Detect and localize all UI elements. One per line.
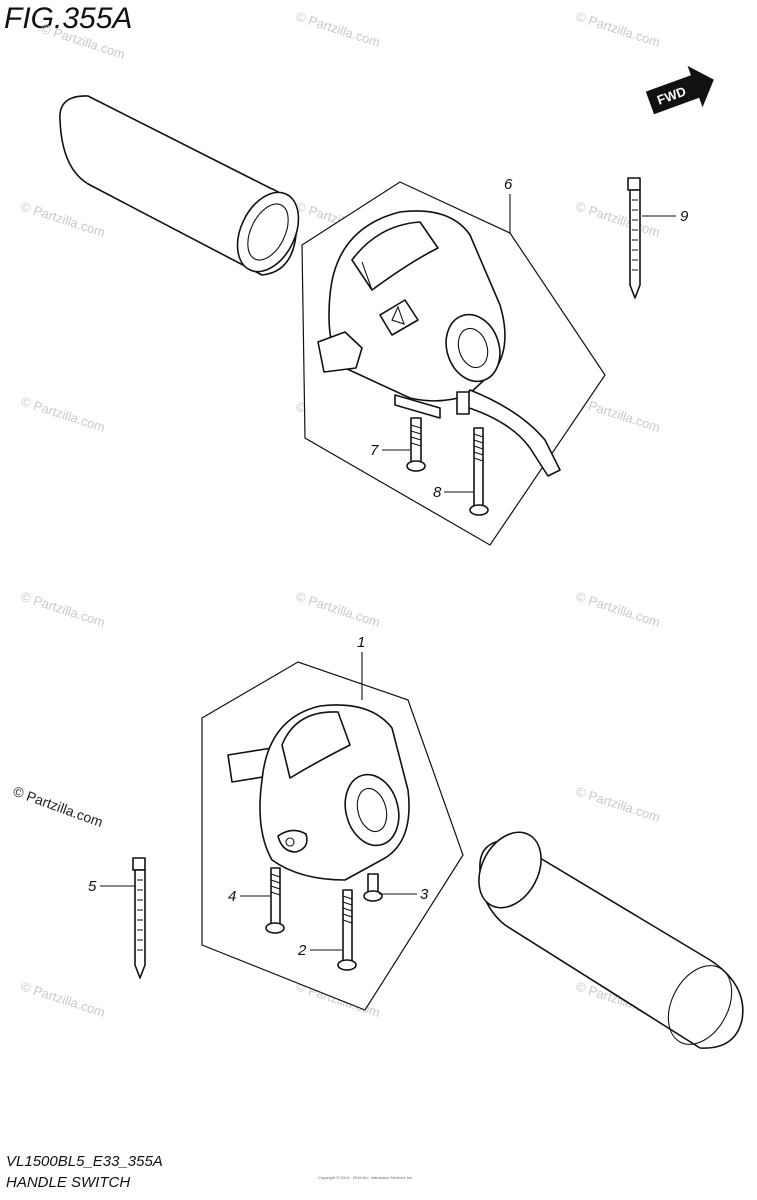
- figure-title: FIG.355A: [4, 2, 133, 35]
- callout-7: 7: [370, 442, 410, 459]
- callout-label: 9: [680, 208, 689, 225]
- watermark: © Partzilla.com: [294, 9, 382, 50]
- callout-label: 4: [228, 888, 236, 905]
- screw-7: [406, 417, 426, 472]
- callout-label: 6: [504, 176, 513, 193]
- right-grip: [478, 831, 744, 1049]
- callout-5: 5: [88, 878, 135, 895]
- callout-1: 1: [357, 634, 365, 700]
- right-handle-switch: [227, 704, 410, 881]
- section-name: HANDLE SWITCH: [6, 1174, 131, 1191]
- callout-label: 8: [433, 484, 442, 501]
- forward-direction-arrow: FWD: [645, 65, 714, 115]
- callout-label: 1: [357, 634, 365, 651]
- screw-3: [363, 873, 383, 902]
- watermark: © Partzilla.com: [19, 199, 107, 240]
- callout-3: 3: [379, 886, 429, 903]
- left-grip: [59, 95, 300, 276]
- watermark: © Partzilla.com: [574, 199, 662, 240]
- watermark-prominent: © Partzilla.com: [11, 783, 105, 830]
- watermark: © Partzilla.com: [19, 394, 107, 435]
- watermark: © Partzilla.com: [19, 979, 107, 1020]
- left-handle-switch: [317, 210, 561, 477]
- model-code: VL1500BL5_E33_355A: [6, 1153, 163, 1170]
- copyright-line: Copyright © 2014 - 2015 ALL Interactive …: [318, 1175, 414, 1180]
- callout-label: 3: [420, 886, 429, 903]
- screw-8: [469, 427, 489, 516]
- callout-4: 4: [228, 888, 270, 905]
- callout-label: 5: [88, 878, 97, 895]
- callout-8: 8: [433, 484, 473, 501]
- watermark: © Partzilla.com: [574, 589, 662, 630]
- watermark: © Partzilla.com: [19, 589, 107, 630]
- watermark: © Partzilla.com: [294, 589, 382, 630]
- watermark: © Partzilla.com: [39, 21, 127, 62]
- callout-label: 2: [297, 942, 307, 959]
- callout-6: 6: [504, 176, 513, 234]
- cable-tie-5: [132, 857, 146, 979]
- callout-label: 7: [370, 442, 379, 459]
- callout-2: 2: [297, 942, 342, 959]
- watermark: © Partzilla.com: [574, 9, 662, 50]
- screw-2: [337, 889, 357, 971]
- screw-4: [265, 867, 285, 934]
- callout-9: 9: [642, 208, 689, 225]
- watermark: © Partzilla.com: [574, 784, 662, 825]
- cable-tie-9: [627, 177, 641, 299]
